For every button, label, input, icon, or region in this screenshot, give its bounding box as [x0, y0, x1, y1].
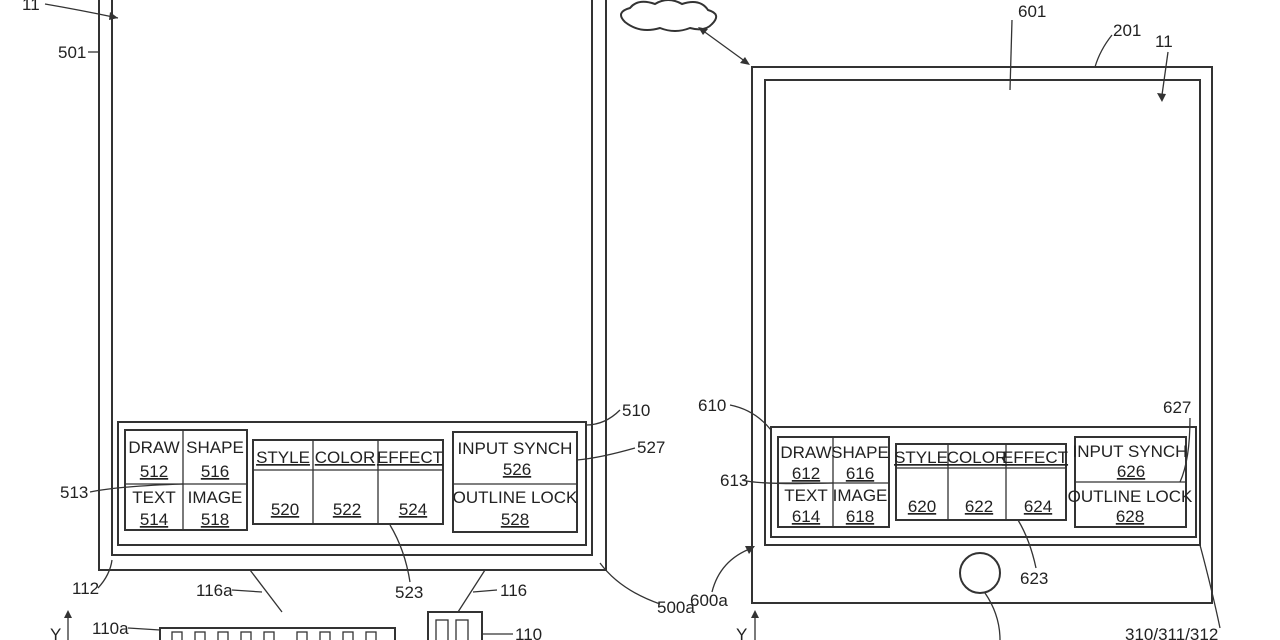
ref-num: 522 [333, 500, 361, 519]
ref-num: 528 [501, 510, 529, 529]
right-device-frame [751, 66, 1213, 604]
cloud-icon [620, 0, 718, 32]
left-device-frame [98, 0, 607, 571]
ref-label: 11 [1155, 32, 1173, 51]
home-button[interactable] [959, 552, 1001, 594]
ref-num: 628 [1116, 507, 1144, 526]
ref-label: 500a [657, 598, 695, 617]
input-synch-button[interactable]: INPUT SYNCH [1073, 442, 1188, 461]
ref-num: 618 [846, 507, 874, 526]
ref-num: 526 [503, 460, 531, 479]
ref-num: 516 [201, 462, 229, 481]
left-screen [111, 0, 593, 556]
ref-label: 11 [22, 0, 40, 14]
shape-tool[interactable]: SHAPE [186, 438, 244, 457]
ref-label: 601 [1018, 2, 1046, 21]
left-sync-group [452, 431, 578, 533]
ref-label: 523 [395, 583, 423, 602]
right-screen [764, 79, 1201, 546]
ref-label: 600a [690, 591, 728, 610]
ref-num: 612 [792, 464, 820, 483]
ref-label: 513 [60, 483, 88, 502]
ref-num: 514 [140, 510, 168, 529]
ref-label: 510 [622, 401, 650, 420]
ref-label: 116 [500, 581, 527, 600]
y-axis-label: Y [50, 625, 61, 640]
right-device: DRAW 612 SHAPE 616 TEXT 614 IMAGE 618 ST… [690, 2, 1221, 640]
ref-label: 116a [196, 581, 233, 600]
sync-link-arrow [701, 29, 747, 63]
draw-tool[interactable]: DRAW [780, 443, 831, 462]
shape-tool[interactable]: SHAPE [831, 443, 889, 462]
effect-tool[interactable]: EFFECT [1002, 448, 1068, 467]
input-synch-button[interactable]: INPUT SYNCH [458, 439, 573, 458]
base-unit [427, 611, 483, 640]
ref-num: 622 [965, 497, 993, 516]
ref-label: 613 [720, 471, 748, 490]
ref-num: 626 [1117, 462, 1145, 481]
ref-label: 623 [1020, 569, 1048, 588]
ref-num: 512 [140, 462, 168, 481]
keyboard [159, 627, 396, 640]
left-style-group [252, 439, 444, 525]
left-device: DRAW 512 SHAPE 516 TEXT 514 IMAGE 518 ST… [22, 0, 695, 640]
text-tool[interactable]: TEXT [132, 488, 175, 507]
ref-num: 518 [201, 510, 229, 529]
color-tool[interactable]: COLOR [315, 448, 375, 467]
right-toolbar [770, 426, 1197, 538]
left-tool-grid [124, 429, 248, 531]
draw-tool[interactable]: DRAW [128, 438, 179, 457]
ref-num: 616 [846, 464, 874, 483]
image-tool[interactable]: IMAGE [188, 488, 243, 507]
ref-label: 627 [1163, 398, 1191, 417]
ref-label: 110a [92, 619, 129, 638]
ref-label: 527 [637, 438, 665, 457]
style-tool[interactable]: STYLE [256, 448, 310, 467]
y-axis-label: Y [736, 625, 747, 640]
ref-label: 310/311/312 [1125, 625, 1218, 640]
ref-label: 610 [698, 396, 726, 415]
outline-lock-button[interactable]: OUTLINE LOCK [453, 488, 578, 507]
ref-num: 614 [792, 507, 820, 526]
style-tool[interactable]: STYLE [894, 448, 948, 467]
image-tool[interactable]: IMAGE [833, 486, 888, 505]
text-tool[interactable]: TEXT [784, 486, 827, 505]
color-tool[interactable]: COLOR [947, 448, 1007, 467]
ref-label: 201 [1113, 21, 1141, 40]
ref-num: 620 [908, 497, 936, 516]
ref-label: 110 [515, 625, 542, 640]
ref-num: 524 [399, 500, 427, 519]
ref-num: 520 [271, 500, 299, 519]
ref-label: 501 [58, 43, 86, 62]
outline-lock-button[interactable]: OUTLINE LOCK [1068, 487, 1193, 506]
effect-tool[interactable]: EFFECT [377, 448, 443, 467]
ref-num: 624 [1024, 497, 1052, 516]
left-toolbar [117, 421, 587, 546]
ref-label: 112 [72, 579, 99, 598]
right-style-group [895, 443, 1067, 521]
